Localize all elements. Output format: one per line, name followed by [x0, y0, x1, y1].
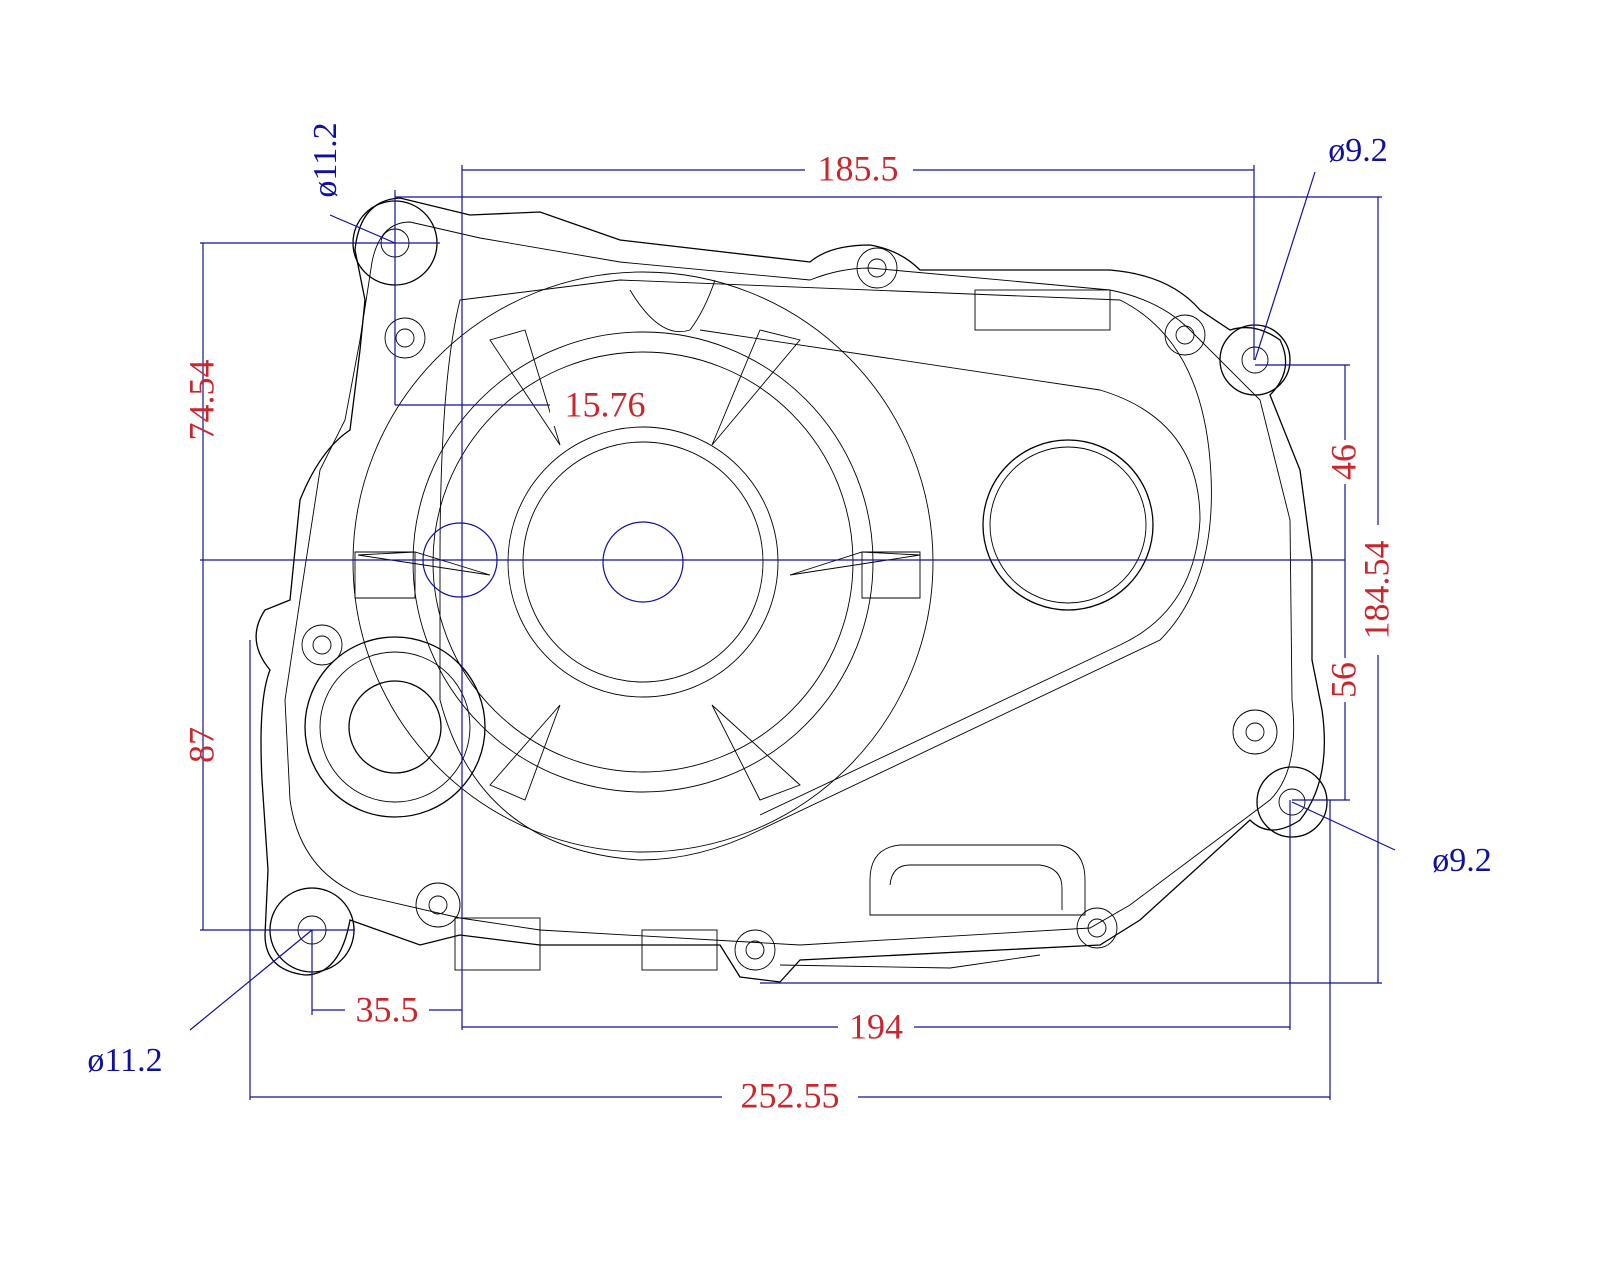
dim-right-upper: 46	[1323, 444, 1363, 480]
dim-bottom-width: 194	[849, 1006, 903, 1046]
dim-boss-offset: 15.76	[565, 384, 646, 424]
main-bore	[352, 271, 934, 853]
dim-overall-width: 252.55	[741, 1075, 840, 1115]
dim-top-left-offset: 74.54	[181, 360, 221, 441]
diameter-top-right: ø9.2	[1328, 132, 1388, 169]
cover-outline	[255, 197, 1325, 983]
dim-right-lower: 56	[1323, 662, 1363, 698]
diameter-bottom-right: ø9.2	[1432, 842, 1492, 879]
diameter-top-left: ø11.2	[307, 122, 344, 197]
bolt-bosses	[301, 247, 1278, 971]
diameter-bottom-left: ø11.2	[87, 1042, 162, 1079]
right-bore	[982, 439, 1154, 611]
dim-overall-height: 184.54	[1356, 541, 1396, 640]
dim-bottom-left-offset: 35.5	[356, 989, 419, 1029]
dim-top-width: 185.5	[818, 148, 899, 188]
dimension-lines	[189, 165, 1396, 1100]
dim-left-lower: 87	[181, 727, 221, 763]
lower-left-bore	[304, 636, 486, 818]
mounting-lugs	[269, 200, 1328, 973]
